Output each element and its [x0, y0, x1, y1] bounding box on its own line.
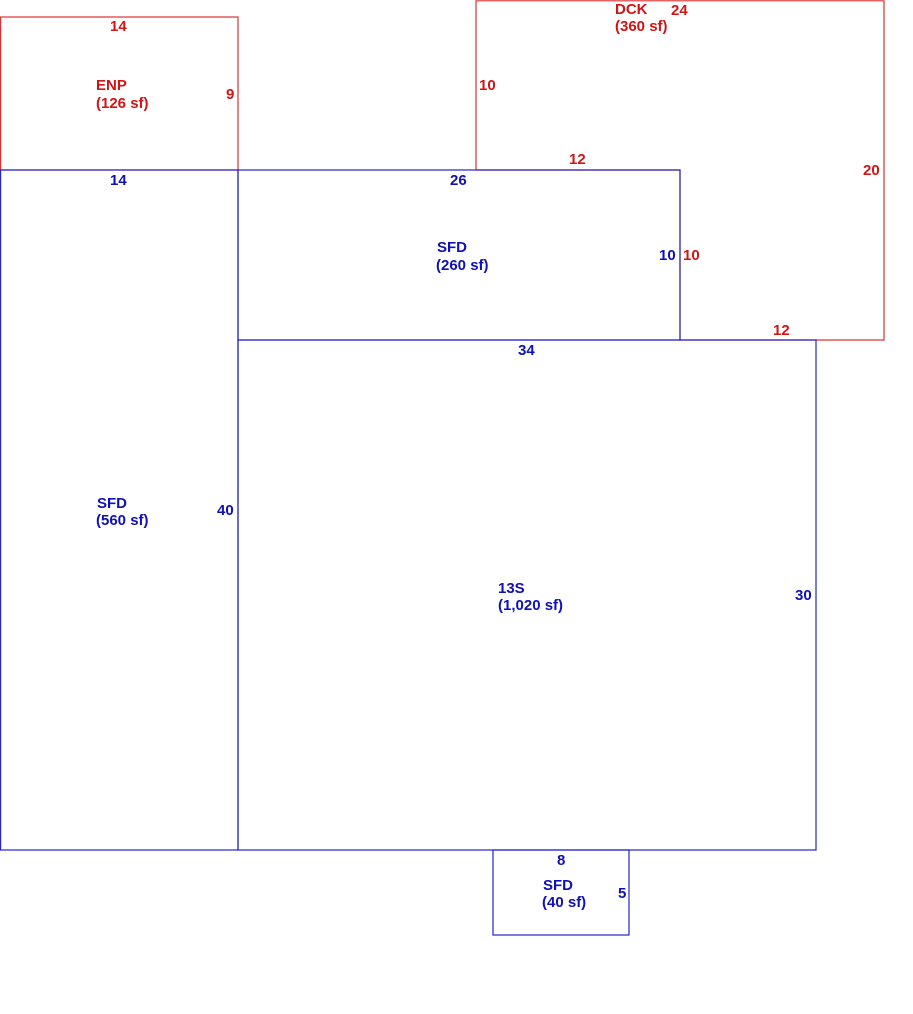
enp-area: (126 sf): [96, 95, 149, 112]
sfd-40-outline: [492, 849, 630, 936]
dck-dim-left: 10: [479, 77, 496, 94]
sfd-560-code: SFD: [97, 495, 127, 512]
sfd-40-dim-right: 5: [618, 885, 626, 902]
sfd-260-area: (260 sf): [436, 257, 489, 274]
dck-dim-bottom: 12: [773, 322, 790, 339]
sfd-260-code: SFD: [437, 239, 467, 256]
dck-dim-top: 24: [671, 2, 688, 19]
area-13s: 13S (1,020 sf) 34 30: [237, 339, 817, 851]
13s-area: (1,020 sf): [498, 597, 563, 614]
13s-outline: [237, 339, 817, 851]
dck-dim-inner-top: 12: [569, 151, 586, 168]
area-sfd-40: SFD (40 sf) 8 5: [492, 849, 630, 936]
sfd-560-area: (560 sf): [96, 512, 149, 529]
dck-code: DCK: [615, 1, 648, 18]
area-sfd-560: SFD (560 sf) 14 40: [0, 169, 239, 851]
enp-dim-top: 14: [110, 18, 127, 35]
area-sfd-260: SFD (260 sf) 26 10: [237, 169, 681, 341]
sfd-40-dim-top: 8: [557, 852, 565, 869]
sfd-560-dim-right: 40: [217, 502, 234, 519]
area-enp: ENP (126 sf) 14 9: [0, 16, 239, 171]
13s-code: 13S: [498, 580, 525, 597]
sfd-40-area: (40 sf): [542, 894, 586, 911]
dck-dim-inner-left: 10: [683, 247, 700, 264]
sfd-260-dim-right: 10: [659, 247, 676, 264]
enp-code: ENP: [96, 77, 127, 94]
sfd-560-dim-top: 14: [110, 172, 127, 189]
dck-area: (360 sf): [615, 18, 668, 35]
dck-dim-right: 20: [863, 162, 880, 179]
enp-dim-right: 9: [226, 86, 234, 103]
sfd-260-dim-top: 26: [450, 172, 467, 189]
sfd-40-code: SFD: [543, 877, 573, 894]
13s-dim-right: 30: [795, 587, 812, 604]
13s-dim-top: 34: [518, 342, 535, 359]
